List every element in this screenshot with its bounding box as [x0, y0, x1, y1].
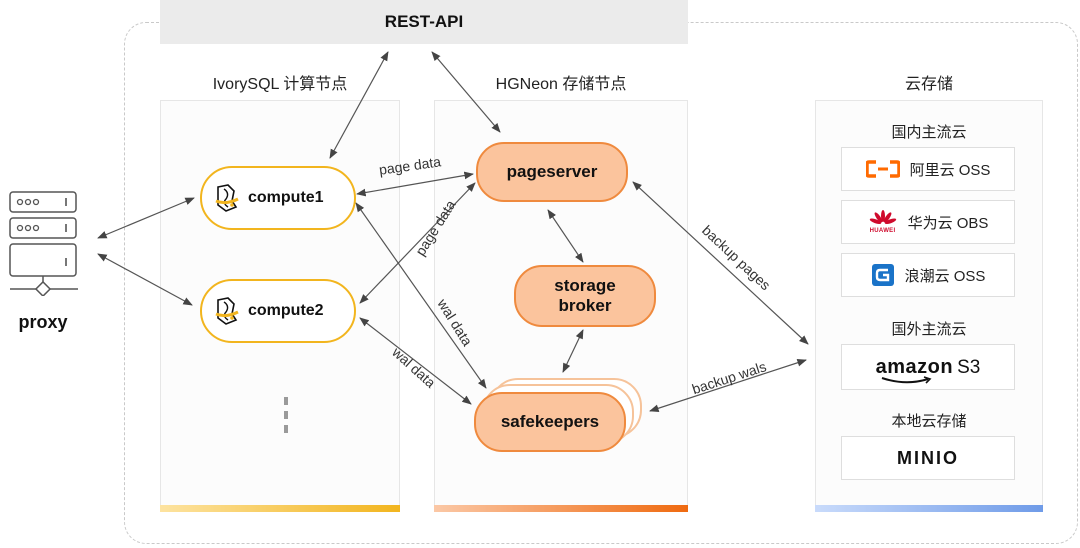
edge-compute1-safekeepers [355, 202, 487, 389]
foreign-cloud-title: 国外主流云 [891, 321, 967, 338]
compute-panel-accent [160, 505, 400, 512]
huawei-logo-icon: HUAWEI [868, 209, 898, 235]
amazon-s3-logo: amazon S3 [875, 355, 981, 384]
edge-rest-compute1 [329, 51, 389, 159]
storage-section-title: HGNeon 存储节点 [495, 76, 627, 93]
storage-panel-accent [434, 505, 688, 512]
inspur-oss-card[interactable]: 浪潮云 OSS [841, 253, 1015, 297]
cloud-section-title: 云存储 [904, 76, 953, 93]
local-cloud-title: 本地云存储 [891, 413, 967, 430]
storage-broker-node[interactable]: storage broker [514, 265, 656, 327]
compute2-node[interactable]: compute2 [200, 279, 356, 343]
edge-safekeepers-cloud [649, 359, 807, 412]
edge-compute1-pageserver [356, 171, 474, 197]
safekeepers-node[interactable]: safekeepers [474, 392, 626, 452]
compute2-label: compute2 [248, 302, 324, 319]
compute1-node[interactable]: compute1 [200, 166, 356, 230]
huawei-obs-card[interactable]: HUAWEI 华为云 OBS [841, 200, 1015, 244]
pageserver-node[interactable]: pageserver [476, 142, 628, 202]
edge-proxy-compute1 [97, 197, 195, 239]
inspur-logo-icon [871, 264, 894, 286]
minio-card[interactable]: MINIO [841, 436, 1015, 480]
huawei-logo-text: HUAWEI [869, 227, 896, 234]
amazon-brand-text: amazon [875, 355, 954, 378]
amazon-smile-icon [881, 375, 932, 384]
proxy-label: proxy [18, 312, 68, 332]
proxy-server-icon[interactable] [8, 190, 80, 296]
amazon-s3-card[interactable]: amazon S3 [841, 344, 1015, 390]
huawei-obs-label: 华为云 OBS [907, 214, 989, 232]
edge-proxy-compute2 [97, 253, 193, 306]
aliyun-logo-icon [865, 160, 900, 178]
edge-broker-safekeepers [562, 329, 584, 373]
minio-logo-text: MINIO [897, 447, 959, 468]
amazon-s3-suffix: S3 [957, 356, 981, 378]
edge-compute2-safekeepers [359, 317, 472, 405]
more-nodes-dot [284, 411, 288, 419]
edge-pageserver-cloud [632, 181, 809, 345]
edge-rest-pageserver [431, 51, 501, 133]
ivorysql-elephant-icon [215, 184, 239, 212]
more-nodes-dot [284, 397, 288, 405]
rest-api-bar[interactable]: REST-API [160, 0, 688, 44]
ivorysql-elephant-icon [215, 297, 239, 325]
more-nodes-dot [284, 425, 288, 433]
domestic-cloud-title: 国内主流云 [891, 124, 967, 141]
aliyun-oss-card[interactable]: 阿里云 OSS [841, 147, 1015, 191]
cloud-panel-accent [815, 505, 1043, 512]
compute-section-title: IvorySQL 计算节点 [212, 76, 348, 93]
aliyun-oss-label: 阿里云 OSS [909, 161, 991, 179]
inspur-oss-label: 浪潮云 OSS [904, 267, 986, 285]
compute1-label: compute1 [248, 189, 324, 206]
edge-pageserver-broker [547, 209, 584, 263]
